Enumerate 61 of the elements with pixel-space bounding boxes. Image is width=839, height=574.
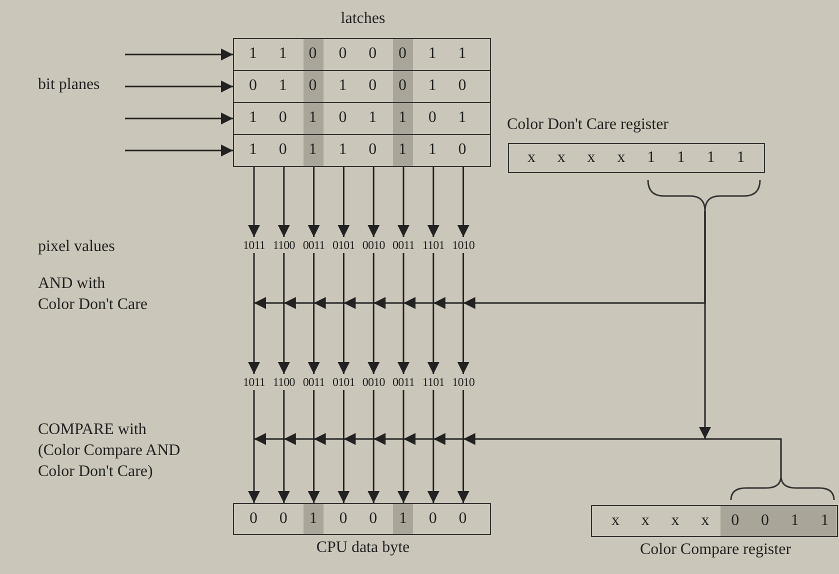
pixel-value: 0011 (388, 374, 420, 390)
pixel-value: 0101 (328, 374, 360, 390)
pixel-value: 1010 (447, 374, 480, 390)
arrow (125, 80, 233, 92)
bit-values: 1 1 0 0 0 0 1 1 (249, 46, 466, 62)
pixel-value: 1101 (417, 237, 450, 253)
arrow (427, 167, 440, 237)
arrow (278, 253, 290, 374)
arrow (368, 167, 380, 237)
arrow (125, 112, 233, 124)
arrow (338, 253, 350, 374)
arrow (248, 390, 260, 503)
pixel-value: 1100 (268, 237, 300, 253)
bit-values: 0 1 0 1 0 0 1 0 (249, 78, 466, 94)
register-title: latches (340, 9, 386, 28)
pixel-value: 1010 (447, 237, 480, 253)
bit-values: x x x x 0 0 1 1 (612, 512, 829, 528)
pixel-value: 0101 (328, 237, 360, 253)
register-caption: Color Don't Care register (507, 115, 669, 134)
arrow (338, 167, 350, 237)
arrow (248, 167, 260, 237)
pixel-value: 0010 (358, 374, 390, 390)
pixel-value: 1101 (417, 374, 450, 390)
note-text: COMPARE with (Color Compare AND Color Don't Care) (38, 420, 180, 482)
note-text: bit planes (38, 75, 100, 95)
arrow (248, 253, 260, 374)
bit-values: x x x x 1 1 1 1 (528, 150, 745, 166)
pixel-value: 0011 (298, 237, 330, 253)
note-text: AND with Color Don't Care (38, 274, 148, 315)
arrow (398, 167, 410, 237)
arrow (308, 390, 320, 503)
register-caption: CPU data byte (315, 538, 411, 558)
arrow (308, 253, 320, 374)
arrow (457, 390, 470, 503)
arrow (457, 253, 470, 374)
pixel-value: 1011 (238, 374, 270, 390)
bit-values: 0 0 1 0 0 1 0 0 (250, 510, 467, 526)
pixel-value: 0011 (388, 237, 420, 253)
pixel-value: 1100 (268, 374, 300, 390)
arrow (254, 211, 706, 309)
arrow (278, 390, 290, 503)
bit-values: 1 0 1 0 1 1 0 1 (249, 110, 466, 126)
arrow (398, 253, 410, 374)
note-text: pixel values (38, 237, 115, 257)
bit-values: 1 0 1 1 0 1 1 0 (249, 142, 466, 158)
arrow (125, 144, 233, 156)
arrow (368, 253, 380, 374)
arrow (338, 390, 350, 503)
arrow (427, 253, 440, 374)
arrow (125, 48, 233, 60)
arrow (254, 433, 782, 476)
pixel-value: 0010 (358, 237, 390, 253)
arrow (427, 390, 440, 503)
arrow (398, 390, 410, 503)
arrow (457, 167, 470, 237)
pixel-value: 0011 (298, 374, 330, 390)
arrow (368, 390, 380, 503)
pixel-value: 1011 (238, 237, 270, 253)
register-caption: Color Compare register (638, 540, 792, 560)
arrow (278, 167, 290, 237)
arrow (308, 167, 320, 237)
